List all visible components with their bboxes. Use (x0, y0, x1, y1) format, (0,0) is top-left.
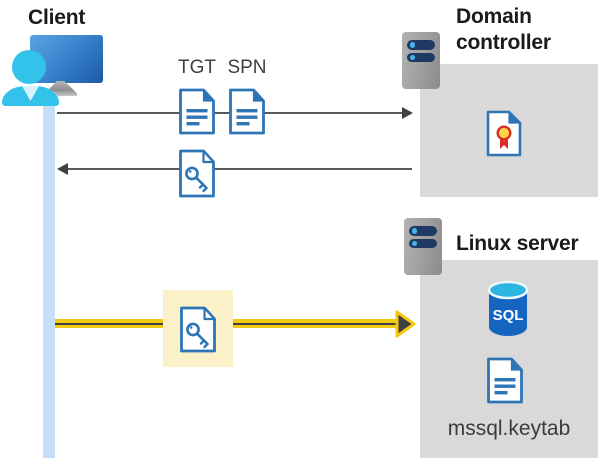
sql-badge-text: SQL (493, 307, 524, 324)
tgt-label: TGT (178, 57, 216, 78)
spn-label: SPN (227, 57, 267, 78)
domain-controller-server-icon (402, 32, 440, 89)
keytab-filename-label: mssql.keytab (447, 417, 571, 440)
client-title: Client (28, 6, 86, 29)
linux-server-icon (404, 218, 442, 275)
ticket-key-document-icon (179, 149, 215, 198)
server-drive-bay-icon (409, 238, 437, 248)
spn-document-icon (229, 88, 265, 135)
keytab-document-icon (487, 357, 523, 404)
server-drive-bay-icon (407, 40, 435, 50)
response-arrowhead-icon (57, 162, 68, 175)
domain-controller-title: Domain controller (456, 5, 551, 54)
linux-server-title: Linux server (456, 232, 579, 255)
certificate-document-icon (486, 110, 522, 157)
sql-database-icon: SQL (487, 280, 529, 336)
response-arrow-line (66, 168, 412, 170)
highlighted-ticket-key-document-icon (180, 306, 216, 353)
tgt-document-icon (179, 88, 215, 135)
client-lifeline (43, 92, 55, 458)
auth-arrowhead-icon (395, 310, 416, 338)
request-arrowhead-icon (402, 106, 413, 119)
server-drive-bay-icon (409, 226, 437, 236)
client-user-icon (12, 50, 46, 84)
server-drive-bay-icon (407, 52, 435, 62)
